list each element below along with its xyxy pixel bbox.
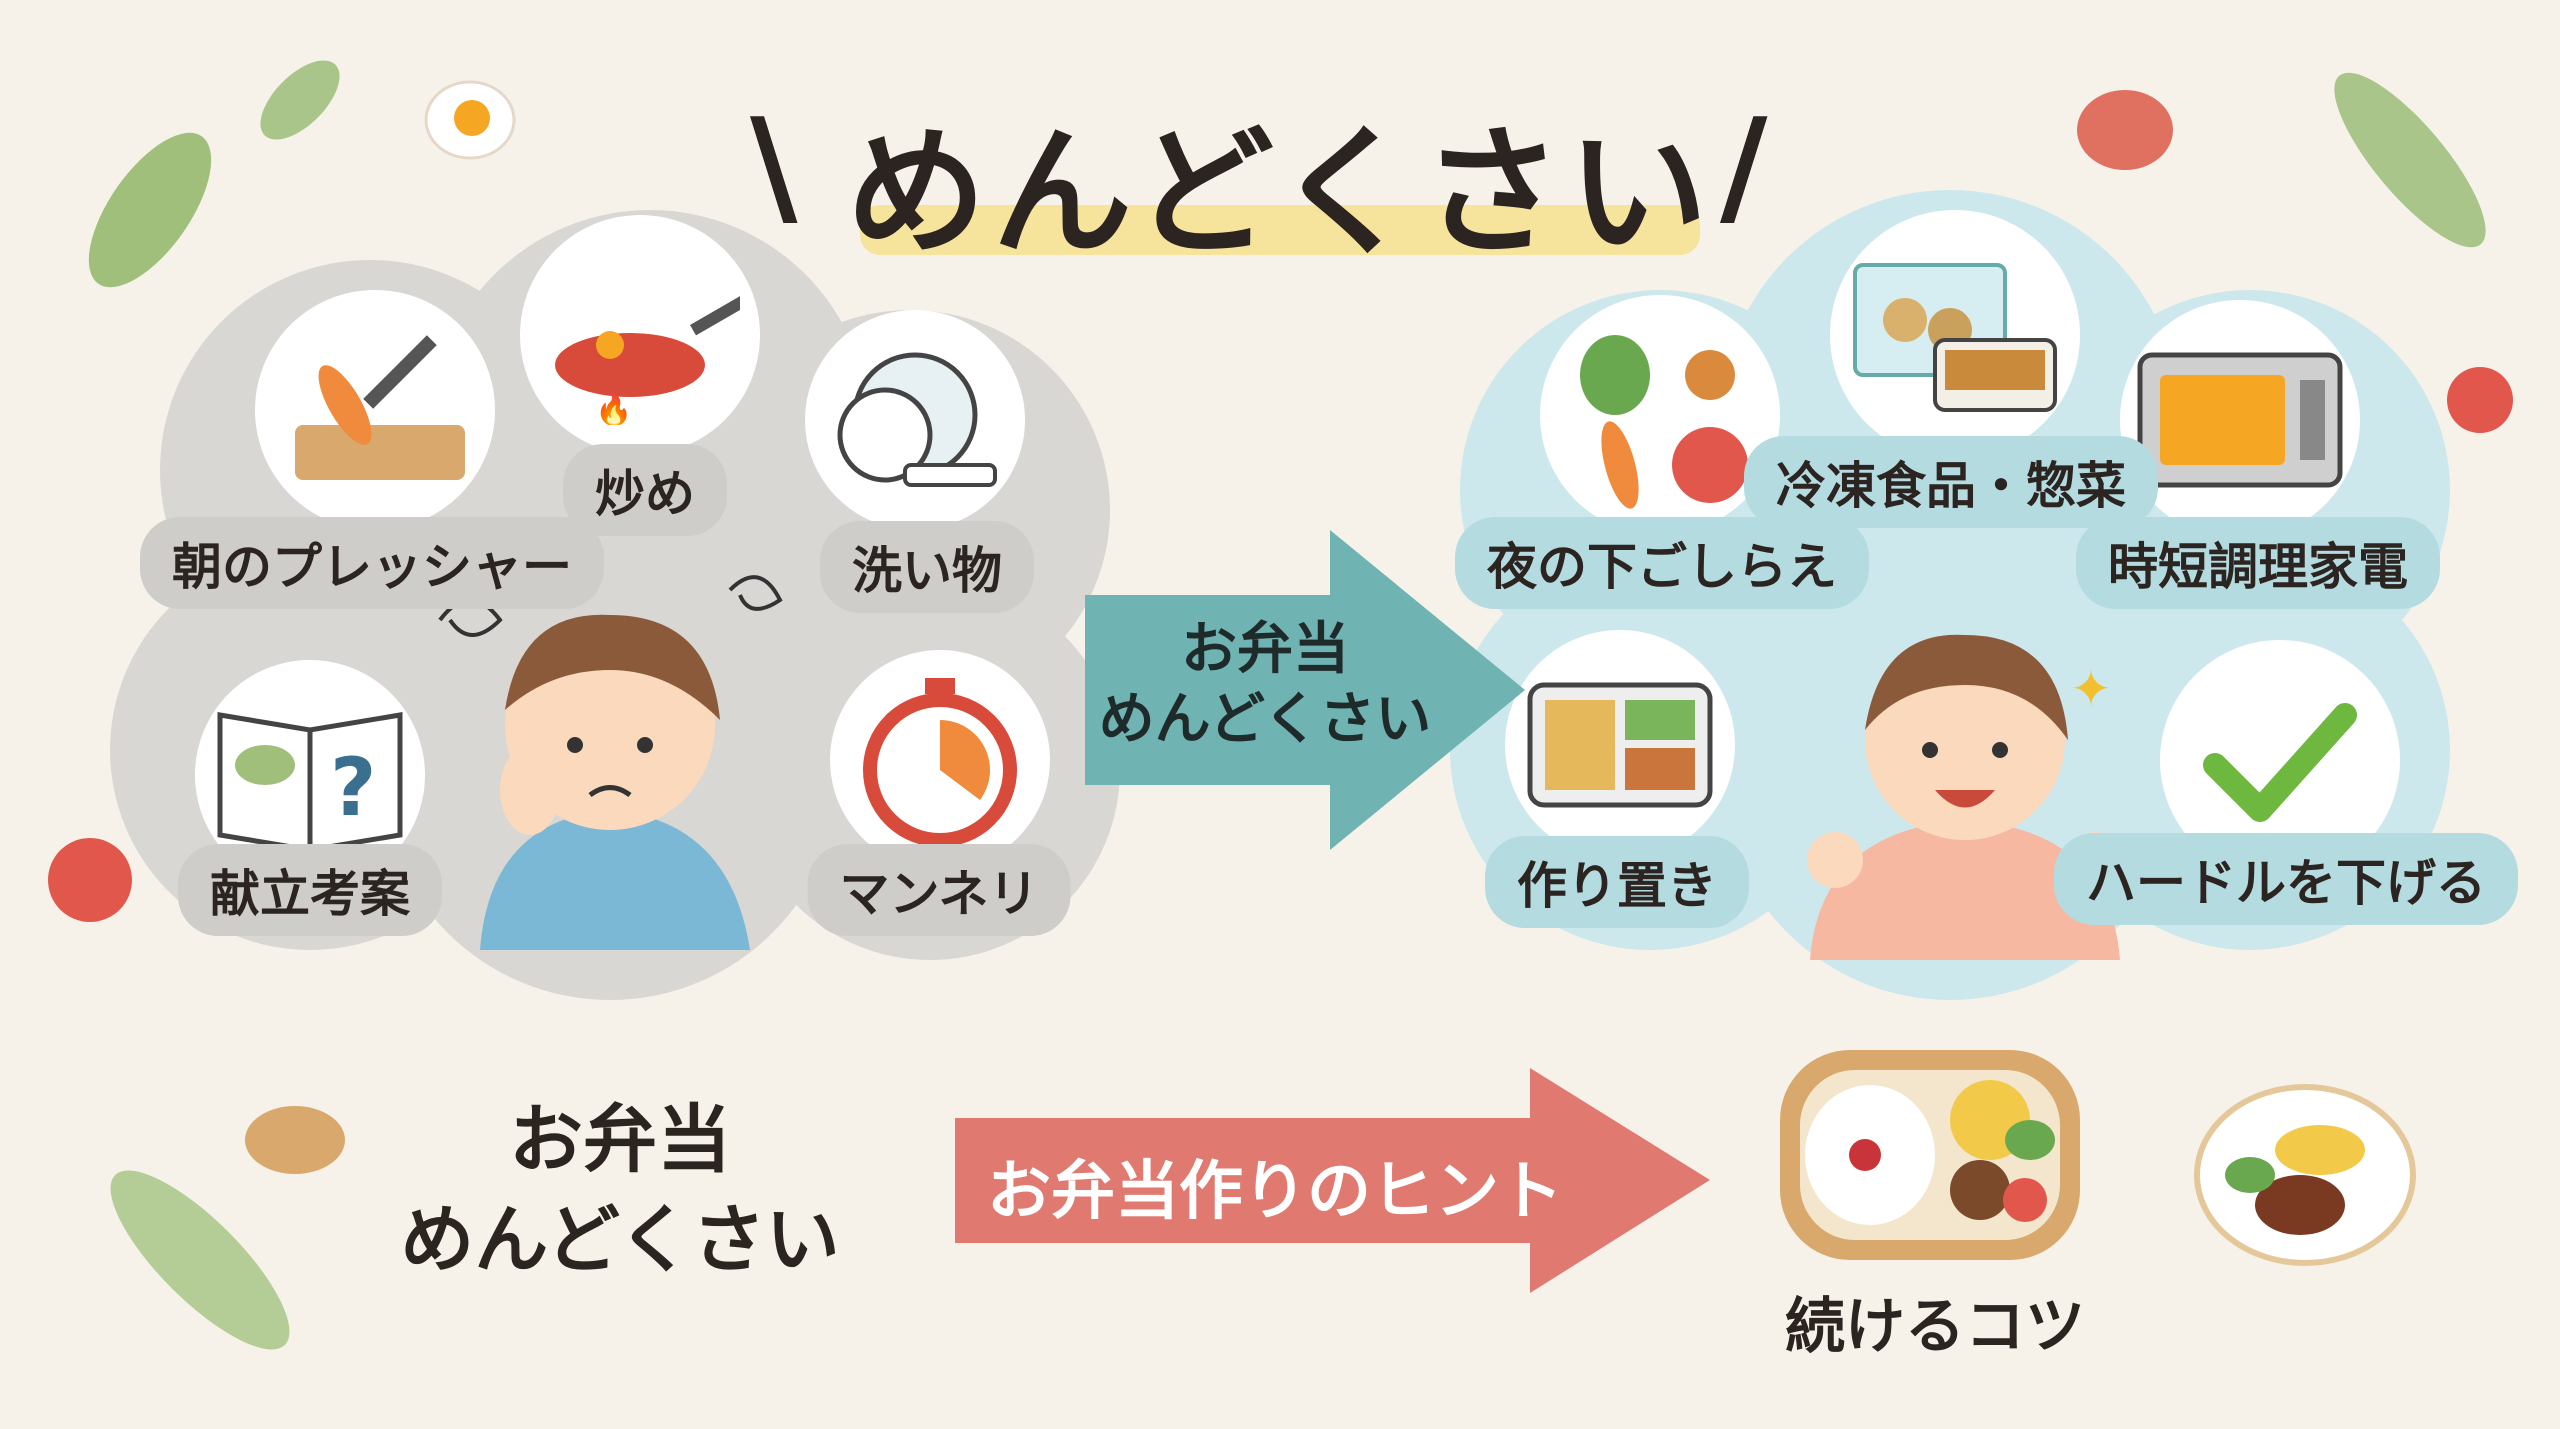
bottom-left-line1: お弁当 bbox=[509, 1097, 731, 1183]
tips-result-label: 続けるコツ bbox=[1785, 1292, 2085, 1362]
side-dish-bowl-icon bbox=[2194, 1084, 2416, 1266]
microwave-icon bbox=[2120, 300, 2360, 540]
bottom-left-line2: めんどくさい bbox=[400, 1197, 840, 1283]
stopwatch-icon bbox=[830, 650, 1050, 870]
cutting-board-icon bbox=[255, 290, 495, 530]
arrow-text-line1: お弁当 bbox=[1181, 617, 1349, 682]
solution-label-batch-cooking: 作り置き bbox=[1485, 836, 1749, 928]
bento-box-icon bbox=[1780, 1050, 2080, 1260]
svg-text:?: ? bbox=[330, 741, 376, 834]
leaf-decoration-icon bbox=[110, 1170, 290, 1350]
transition-arrow-text: お弁当 めんどくさい bbox=[1085, 615, 1445, 755]
solution-label-appliances: 時短調理家電 bbox=[2076, 517, 2440, 609]
solution-label-frozen-food: 冷凍食品・惣菜 bbox=[1744, 436, 2158, 528]
problem-label-rut: マンネリ bbox=[807, 844, 1071, 936]
problem-label-morning-pressure: 朝のプレッシャー bbox=[140, 517, 604, 609]
problem-label-stir-fry: 炒め bbox=[563, 444, 727, 536]
tips-arrow-label: お弁当作りのヒント bbox=[987, 1155, 1563, 1229]
emphasis-line-right: / bbox=[1720, 90, 1768, 242]
strawberry-icon bbox=[2077, 90, 2173, 170]
tomato-icon bbox=[48, 838, 132, 922]
solution-label-night-prep: 夜の下ごしらえ bbox=[1455, 517, 1869, 609]
worried-person-illustration bbox=[438, 575, 783, 950]
dishes-icon bbox=[805, 310, 1025, 530]
arrow-text-line2: めんどくさい bbox=[1098, 687, 1432, 752]
meal-prep-container-icon bbox=[1505, 630, 1735, 860]
problem-label-menu-planning: 献立考案 bbox=[178, 844, 442, 936]
tips-arrow bbox=[955, 1068, 1710, 1293]
happy-person-illustration bbox=[1807, 634, 2123, 960]
frying-pan-icon: 🔥 bbox=[520, 215, 760, 455]
page-title: めんどくさい bbox=[846, 112, 1714, 275]
transition-arrow bbox=[1085, 530, 1525, 850]
leaf-decoration-icon bbox=[88, 60, 340, 288]
problem-label-dishwashing: 洗い物 bbox=[820, 521, 1034, 613]
tomato-icon bbox=[2447, 367, 2513, 433]
vegetables-icon bbox=[1540, 295, 1780, 535]
leaf-decoration-icon bbox=[2334, 72, 2486, 248]
bottom-left-text: お弁当 めんどくさい bbox=[360, 1090, 880, 1290]
emphasis-line-left: \ bbox=[750, 90, 798, 242]
fried-egg-icon bbox=[424, 80, 516, 160]
sparkle-icon: ✦ bbox=[2070, 660, 2112, 718]
title-highlight bbox=[860, 205, 1700, 255]
potato-icon bbox=[245, 1106, 345, 1174]
solution-label-lower-bar: ハードルを下げる bbox=[2054, 833, 2518, 925]
svg-text:🔥: 🔥 bbox=[595, 392, 632, 425]
frozen-food-icon bbox=[1830, 210, 2080, 460]
